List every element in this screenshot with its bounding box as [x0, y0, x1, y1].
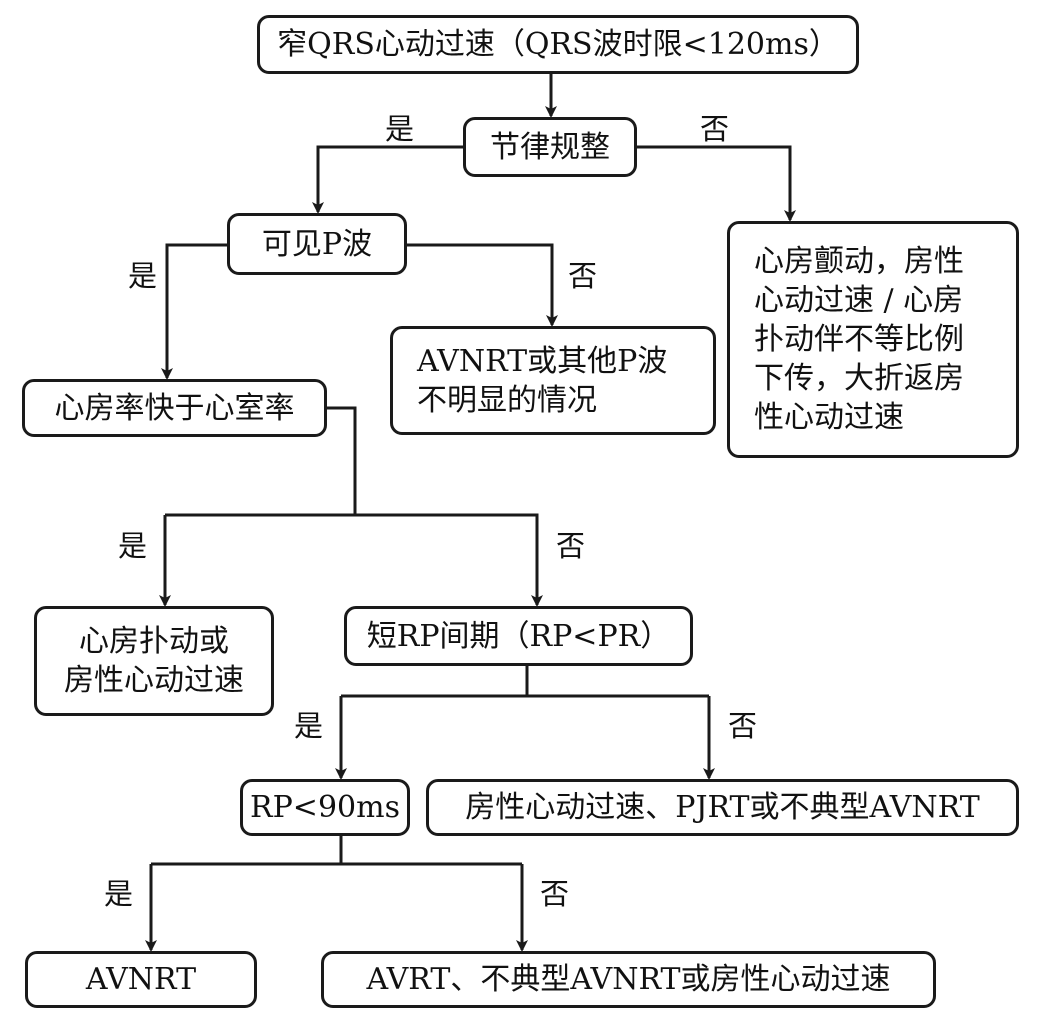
edge-atrialfaster-split: [327, 406, 357, 515]
node-long-rp: 房性心动过速、PJRT或不典型AVNRT: [426, 779, 1019, 836]
label-no-atrialfaster: 否: [556, 529, 586, 563]
node-avnrt: AVNRT: [25, 951, 257, 1008]
node-rp90: RP<90ms: [240, 779, 410, 836]
label-no-rp90: 否: [540, 877, 570, 911]
node-atrial-faster: 心房率快于心室率: [22, 379, 327, 437]
label-yes-atrialfaster: 是: [118, 529, 148, 563]
node-flutter-or-at: 心房扑动或 房性心动过速: [34, 606, 274, 716]
node-flutter-irregular: 心房颤动，房性 心动过速 / 心房 扑动伴不等比例 下传，大折返房 性心动过速: [727, 221, 1019, 458]
node-start: 窄QRS心动过速（QRS波时限<120ms）: [257, 15, 859, 74]
label-yes-rp90: 是: [104, 877, 134, 911]
edge-pvisible-avnrt: [407, 243, 558, 327]
label-no-shortrp: 否: [728, 709, 758, 743]
edge-regular-pvisible: [312, 145, 463, 214]
label-no-regular: 否: [700, 112, 730, 146]
label-yes-pvisible: 是: [128, 259, 158, 293]
edge-pvisible-atrialfaster: [161, 243, 227, 380]
label-yes-regular: 是: [385, 112, 415, 146]
node-short-rp: 短RP间期（RP<PR）: [344, 606, 693, 666]
label-no-pvisible: 否: [568, 259, 598, 293]
node-avnrt-no-p: AVNRT或其他P波 不明显的情况: [390, 326, 716, 435]
edge-split-shortrp: [165, 513, 543, 607]
node-avrt: AVRT、不典型AVNRT或房性心动过速: [321, 951, 936, 1008]
node-regular: 节律规整: [463, 117, 637, 177]
edge-regular-flutter: [637, 145, 796, 222]
label-yes-shortrp: 是: [294, 709, 324, 743]
node-p-visible: 可见P波: [227, 213, 407, 275]
